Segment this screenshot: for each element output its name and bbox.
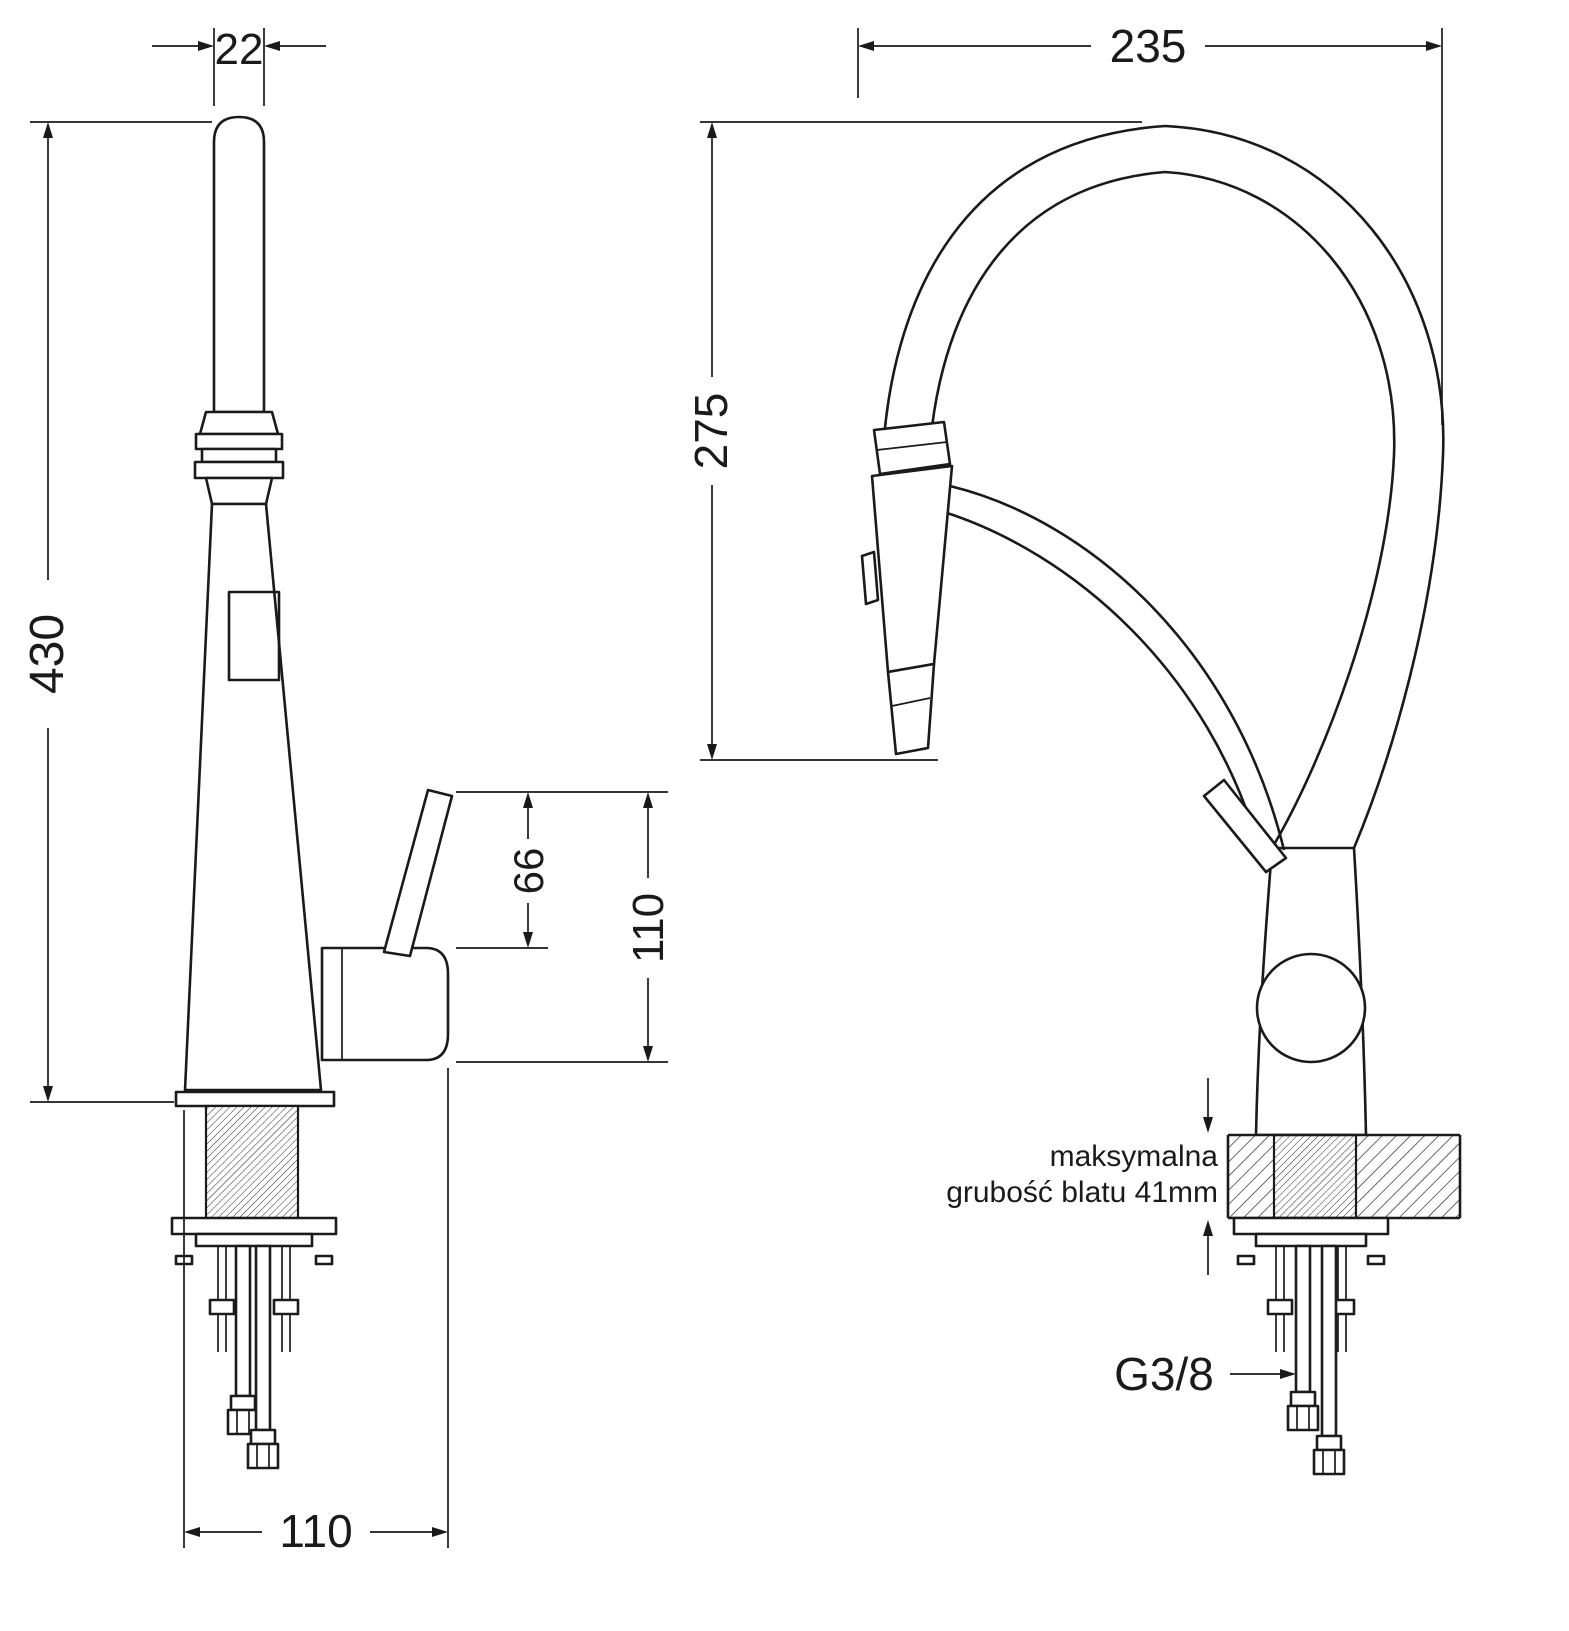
- spray-button: [860, 550, 880, 606]
- sphere-joint: [1255, 952, 1367, 1064]
- counter-thickness-note: maksymalna grubość blatu 41mm: [946, 1078, 1218, 1275]
- thread-size-label: G3/8: [1114, 1348, 1296, 1400]
- dimension-label-base-depth: 110: [279, 1505, 352, 1557]
- dim-spout-reach: 235: [857, 20, 1443, 425]
- dimension-label-spout-reach: 235: [1110, 20, 1187, 72]
- mounting-hardware: [170, 1216, 338, 1470]
- gooseneck-spout: [882, 124, 1445, 849]
- dim-handle-height: 110: [456, 792, 673, 1063]
- handle-lever: [382, 788, 454, 958]
- side-threaded-shank: [1272, 1133, 1358, 1220]
- threaded-shank: [204, 1104, 300, 1220]
- dimension-label-spout-height: 275: [685, 393, 737, 470]
- side-handle-lever: [1202, 778, 1288, 874]
- dimension-label-lever-height: 66: [505, 848, 552, 895]
- dim-lever-height: 66: [456, 791, 668, 949]
- dimension-label-handle-height: 110: [624, 893, 673, 963]
- aerator: [193, 410, 285, 506]
- countertop-section: [1226, 1133, 1462, 1220]
- dim-spout-height: 275: [685, 121, 1142, 761]
- side-view: 235 275 maksymalna grubość blatu 41mm G3…: [685, 20, 1462, 1476]
- dim-total-height: 430: [21, 121, 212, 1103]
- dimension-label-spout-diameter: 22: [215, 25, 264, 74]
- front-faucet: [170, 115, 454, 1470]
- counter-note-line2: grubość blatu 41mm: [946, 1176, 1218, 1209]
- side-mounting-hardware: [1232, 1216, 1390, 1476]
- spray-head: [860, 420, 954, 756]
- thread-size-text: G3/8: [1114, 1348, 1214, 1400]
- handle-body: [320, 946, 450, 1062]
- counter-note-line1: maksymalna: [1050, 1140, 1219, 1173]
- dimension-label-total-height: 430: [21, 614, 74, 694]
- pull-down-hose: [943, 484, 1286, 853]
- display-window: [227, 590, 281, 682]
- faucet-body: [183, 502, 323, 1092]
- base-flange: [174, 1090, 336, 1108]
- front-view: 22 430 66 110: [21, 25, 673, 1557]
- dim-spout-diameter: 22: [152, 25, 326, 106]
- dim-base-depth: 110: [183, 1068, 449, 1557]
- spout-tube: [212, 115, 266, 414]
- side-faucet: [860, 124, 1462, 1476]
